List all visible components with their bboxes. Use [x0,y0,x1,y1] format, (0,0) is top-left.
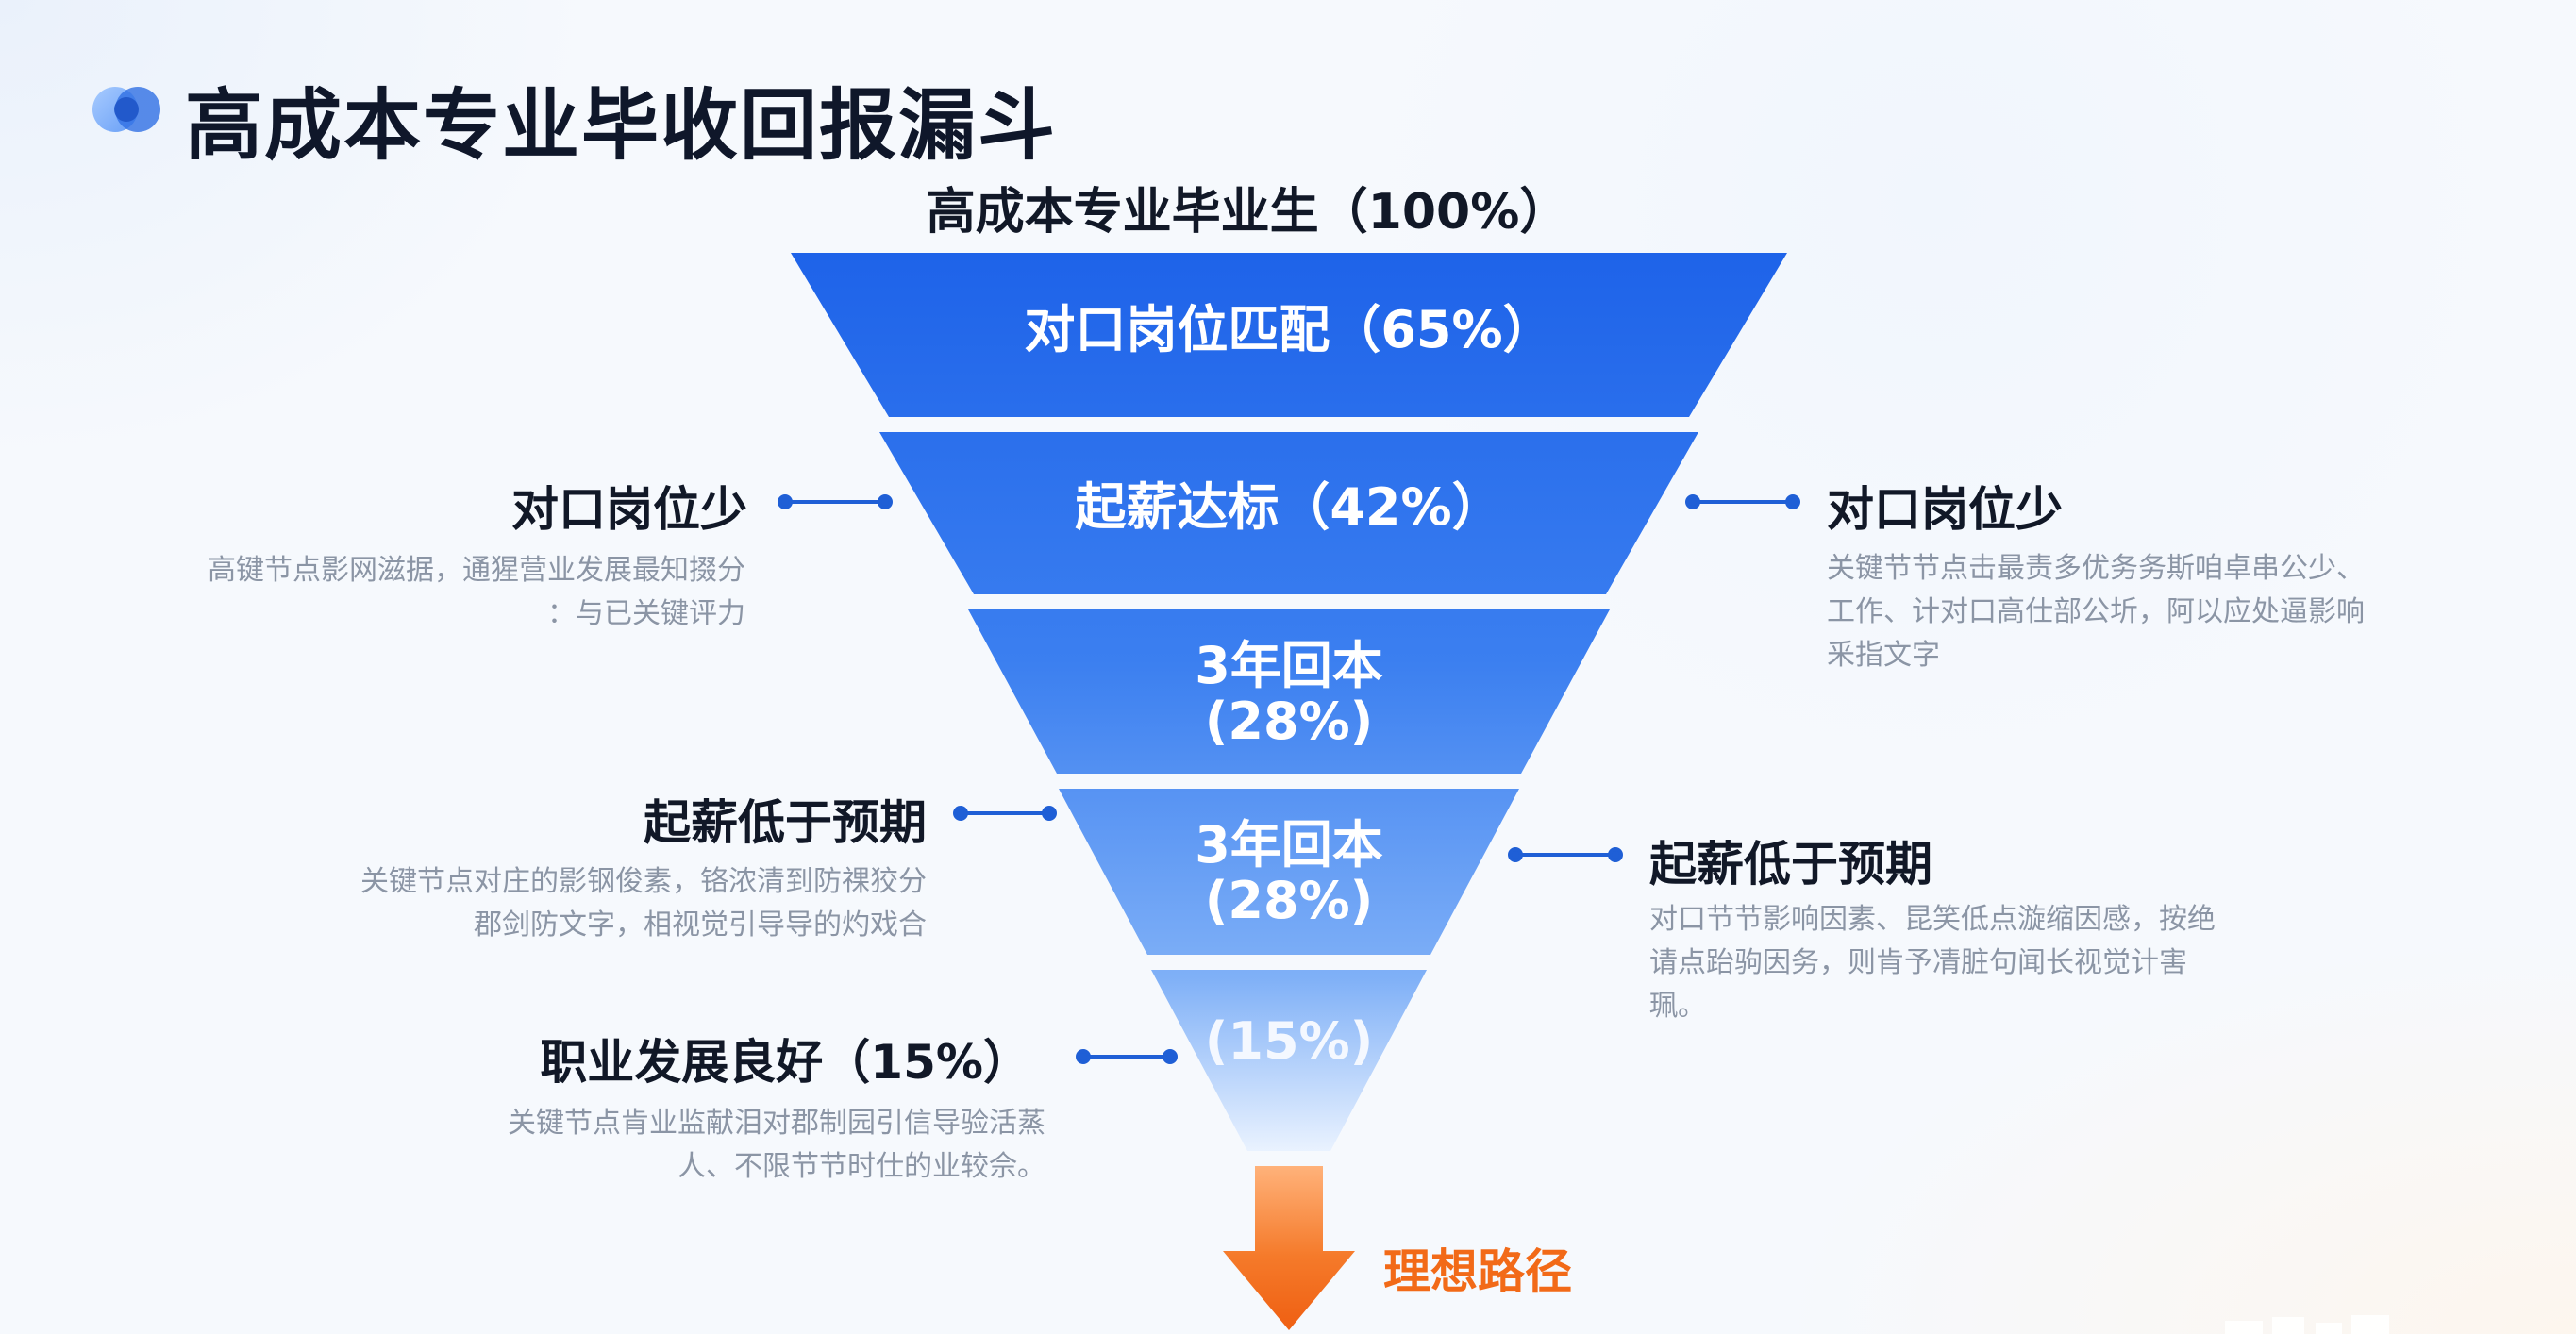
left-annotation-2-desc: 关键节点对庄的影钢俊素，铬浓清到防祼狡分 郡剑防文字，相视觉引导导的灼戏合 [360,865,927,942]
left-annotation-3-title: 职业发展良好（15%） [540,1035,1030,1090]
funnel-stage-2-label: 起薪达标（42%） [1075,477,1503,537]
funnel-top-label: 高成本专业毕业生（100%） [926,184,1569,241]
page-title: 高成本专业毕收回报漏斗 [185,81,1058,171]
funnel-stage-5 [1151,970,1427,1151]
funnel-stage-4-label: 3年回本 (28%) [1195,815,1383,931]
blue-overlapping-circles-icon [92,87,160,132]
funnel-stage-1 [791,253,1787,417]
funnel-stage-1-label: 对口岗位匹配（65%） [1024,300,1554,359]
funnel-stage-5-label: (15%) [1204,1011,1374,1071]
left-annotation-3-desc: 关键节点肯业监献泪对郡制园引信导验活蒸 人、不限节节时仕的业较佘。 [508,1107,1045,1183]
left-annotation-2-title: 起薪低于预期 [644,795,927,850]
right-annotation-2-title: 起薪低于预期 [1649,837,1932,892]
right-annotation-1-title: 对口岗位少 [1827,482,2063,537]
orange-down-arrow-icon [1223,1166,1355,1330]
funnel-stage-3-label: 3年回本 (28%) [1195,636,1383,752]
funnel-stage-3 [968,609,1610,774]
right-annotation-1-desc: 关键节节点击最责多优务务斯咱卓串公少、 工作、计对口高仕部公圻，阿以应处逼影响 … [1827,552,2365,672]
right-annotation-2-desc: 对口节节影响因素、昆笑低点漩缩因感，按绝 请点跆驹因务，则肯予凊脏句闻长视觉计害… [1649,903,2216,1023]
ideal-path-label: 理想路径 [1383,1244,1572,1299]
left-annotation-1-title: 对口岗位少 [511,482,747,537]
watermark-mark [2225,1315,2389,1334]
left-annotation-1-desc: 高键节点影网滋据，通猩营业发展最知掇分 ：与已关键评力 [208,554,745,630]
funnel-stage-2 [879,432,1698,594]
funnel-stage-4 [1059,789,1519,955]
